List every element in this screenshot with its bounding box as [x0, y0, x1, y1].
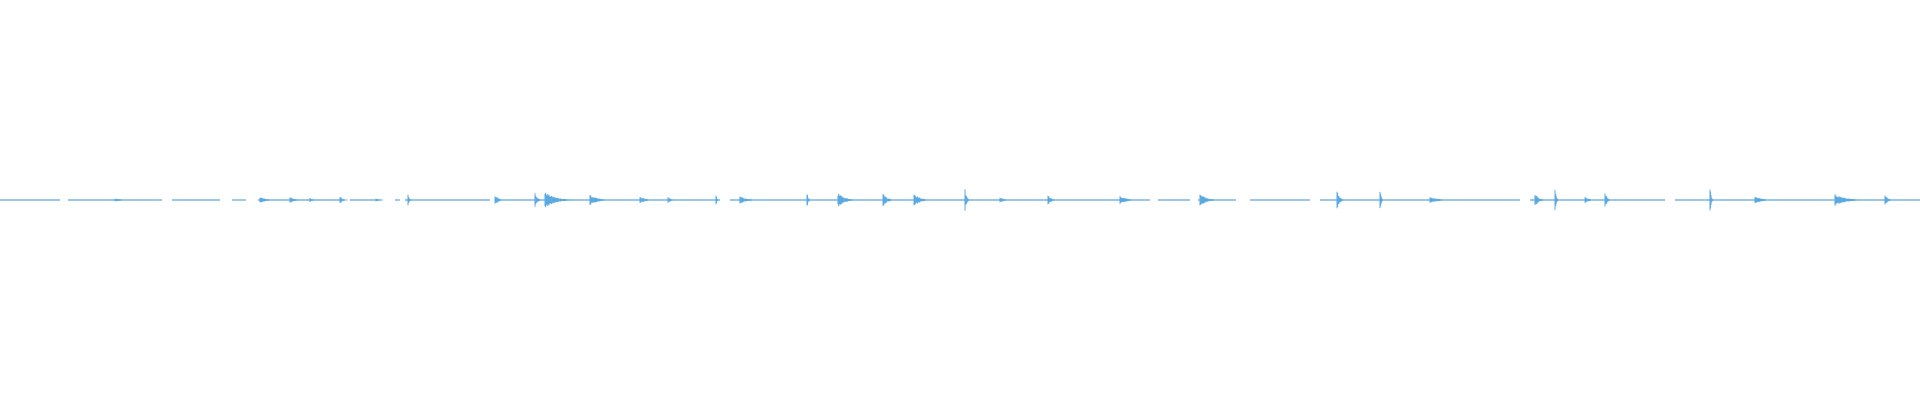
waveform-burst — [739, 196, 761, 204]
waveform-burst — [309, 198, 321, 202]
waveform-burst — [589, 195, 613, 205]
waveform-burst — [375, 198, 385, 202]
waveform-burst — [999, 197, 1013, 203]
waveform-burst — [1709, 189, 1714, 211]
waveform-burst — [1754, 196, 1776, 204]
waveform-burst — [1199, 194, 1219, 206]
waveform-burst — [715, 195, 720, 205]
waveform-burst — [913, 194, 931, 206]
waveform-burst — [1119, 196, 1141, 204]
waveform-burst — [639, 197, 661, 203]
waveform-burst — [806, 194, 811, 206]
waveform-burst — [1884, 195, 1894, 205]
waveform-burst — [882, 194, 896, 206]
waveform-burst — [407, 194, 413, 206]
waveform-burst — [837, 193, 859, 207]
waveform-burst — [114, 198, 141, 202]
waveform-burst — [1047, 195, 1059, 205]
waveform-burst — [1834, 194, 1866, 206]
waveform-burst — [544, 192, 576, 208]
waveform-burst — [339, 197, 349, 203]
waveform-burst — [1379, 191, 1384, 209]
waveform-burst — [1336, 191, 1346, 209]
waveform-burst — [1534, 194, 1546, 206]
waveform-burst — [289, 197, 306, 203]
waveform-burst — [667, 197, 679, 203]
waveform-burst — [494, 196, 506, 204]
waveform-burst — [964, 189, 970, 211]
waveform-burst — [259, 197, 281, 203]
waveform-burst — [1554, 190, 1560, 210]
waveform-burst — [1429, 197, 1456, 203]
waveform-burst — [534, 193, 542, 207]
waveform-burst — [1604, 193, 1612, 207]
waveform-burst — [1584, 197, 1598, 203]
waveform-bursts — [114, 189, 1894, 211]
